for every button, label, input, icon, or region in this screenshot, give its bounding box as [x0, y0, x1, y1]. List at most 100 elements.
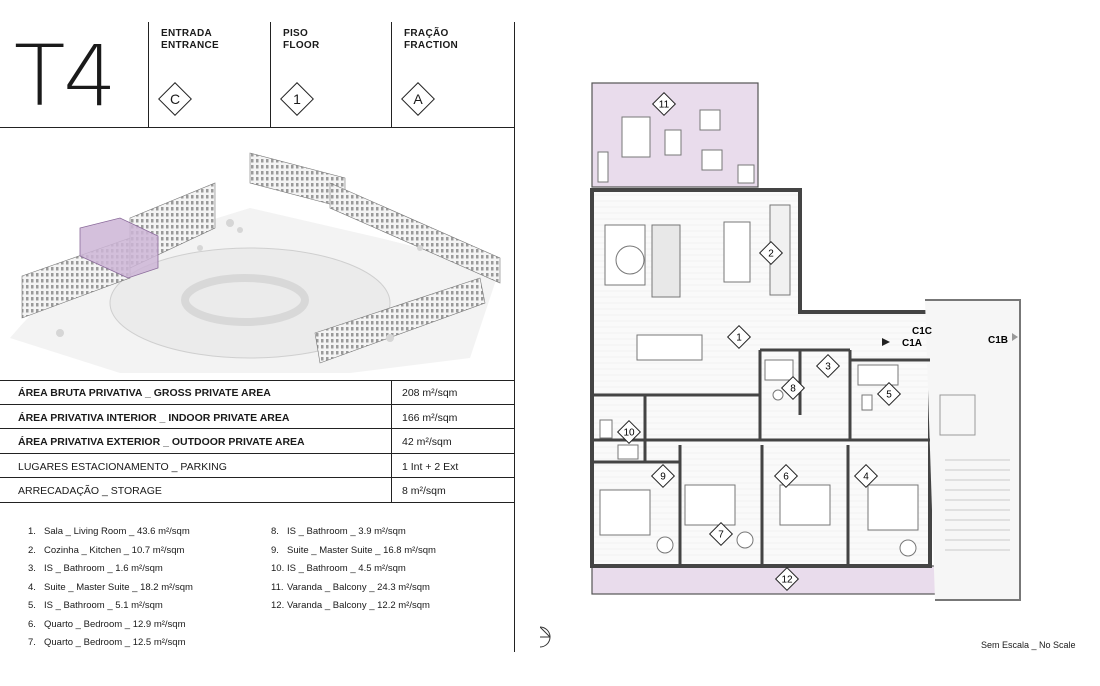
room-text: Sala _ Living Room _ 43.6 m²/sqm [44, 526, 190, 537]
entrance-label-c1b: C1B [988, 335, 1008, 346]
floor-label-en: FLOOR [283, 40, 320, 51]
divider [514, 22, 515, 652]
room-text: IS _ Bathroom _ 4.5 m²/sqm [287, 563, 406, 574]
room-marker-label: 12 [781, 575, 793, 586]
fraction-label-pt: FRAÇÃO [404, 28, 449, 39]
room-num: 9. [271, 544, 279, 556]
entrance-header: ENTRADA ENTRANCE [161, 28, 219, 52]
unit-type-title: T4 [14, 27, 117, 125]
room-marker-label: 9 [660, 472, 666, 483]
room-marker-label: 8 [790, 384, 796, 395]
room-num: 11. [271, 581, 284, 593]
list-item: 11.Varanda _ Balcony _ 24.3 m²/sqm [271, 579, 436, 598]
room-text: IS _ Bathroom _ 3.9 m²/sqm [287, 526, 406, 537]
room-text: IS _ Bathroom _ 5.1 m²/sqm [44, 600, 163, 611]
floor-value: 1 [293, 91, 301, 107]
list-item: 1.Sala _ Living Room _ 43.6 m²/sqm [28, 523, 193, 542]
room-text: Quarto _ Bedroom _ 12.5 m²/sqm [44, 637, 186, 648]
divider [0, 380, 515, 381]
entrance-label-c1a: C1A [902, 338, 922, 349]
fraction-value: A [413, 91, 423, 107]
room-marker-label: 2 [768, 249, 774, 260]
neighbor-block [925, 299, 1021, 601]
room-marker-10: 10 [616, 419, 642, 445]
list-item: 9. Suite _ Master Suite _ 16.8 m²/sqm [271, 542, 436, 561]
room-marker-label: 7 [718, 530, 724, 541]
scale-note: Sem Escala _ No Scale [981, 640, 1076, 650]
list-item: 10.IS _ Bathroom _ 4.5 m²/sqm [271, 560, 436, 579]
room-num: 6. [28, 618, 36, 630]
room-num: 2. [28, 544, 36, 556]
fraction-header: FRAÇÃO FRACTION [404, 28, 458, 52]
fraction-label-en: FRACTION [404, 40, 459, 51]
divider [270, 22, 271, 128]
room-num: 7. [28, 637, 36, 648]
table-row: ÁREA PRIVATIVA EXTERIOR _ OUTDOOR PRIVAT… [0, 429, 515, 454]
list-item: 4.Suite _ Master Suite _ 18.2 m²/sqm [28, 579, 193, 598]
room-text: Cozinha _ Kitchen _ 10.7 m²/sqm [44, 544, 185, 556]
room-marker-6: 6 [773, 463, 799, 489]
list-item: 3.IS _ Bathroom _ 1.6 m²/sqm [28, 560, 193, 579]
divider [391, 404, 392, 429]
list-item: 7. Quarto _ Bedroom _ 12.5 m²/sqm [28, 634, 193, 653]
room-num: 8. [271, 526, 279, 537]
room-marker-label: 4 [863, 472, 869, 483]
entrance-value: C [169, 91, 181, 107]
list-item: 8. IS _ Bathroom _ 3.9 m²/sqm [271, 523, 436, 542]
area-value: 42 m²/sqm [402, 436, 452, 449]
table-row: ARRECADAÇÃO _ STORAGE 8 m²/sqm [0, 478, 515, 503]
room-text: Varanda _ Balcony _ 24.3 m²/sqm [287, 581, 430, 593]
divider [391, 429, 392, 453]
area-label: ÁREA BRUTA PRIVATIVA _ GROSS PRIVATE ARE… [18, 387, 271, 399]
table-row: ÁREA BRUTA PRIVATIVA _ GROSS PRIVATE ARE… [0, 380, 515, 405]
room-num: 5. [28, 600, 36, 611]
entrance-label-pt: ENTRADA [161, 28, 212, 39]
room-marker-label: 3 [825, 362, 831, 373]
room-marker-9: 9 [650, 463, 676, 489]
area-value: 208 m²/sqm [402, 387, 458, 399]
divider [391, 22, 392, 128]
room-num: 12. [271, 600, 285, 611]
area-value: 1 Int + 2 Ext [402, 460, 459, 473]
room-list-col1: 1.Sala _ Living Room _ 43.6 m²/sqm 2. Coz… [28, 523, 193, 653]
floor-header: PISO FLOOR [283, 28, 320, 52]
room-marker-5: 5 [876, 381, 902, 407]
floor-label-pt: PISO [283, 28, 309, 39]
room-text: Suite _ Master Suite _ 16.8 m²/sqm [287, 544, 436, 556]
area-value: 8 m²/sqm [402, 485, 446, 498]
room-marker-11: 11 [651, 91, 677, 117]
room-marker-7: 7 [708, 521, 734, 547]
room-text: Suite _ Master Suite _ 18.2 m²/sqm [44, 581, 193, 593]
unit-info-panel: T4 ENTRADA ENTRANCE C PISO FLOOR 1 FRAÇÃ… [0, 0, 515, 686]
divider [391, 380, 392, 404]
room-marker-label: 1 [736, 333, 742, 344]
room-text: Quarto _ Bedroom _ 12.9 m²/sqm [44, 618, 186, 630]
room-marker-8: 8 [780, 375, 806, 401]
room-marker-1: 1 [726, 324, 752, 350]
entrance-label-c1c: C1C [912, 326, 932, 337]
divider [148, 22, 149, 128]
room-marker-label: 11 [659, 100, 670, 111]
room-marker-12: 12 [774, 566, 800, 592]
balcony-12 [591, 565, 941, 595]
north-arrow-icon [540, 626, 551, 648]
entrance-label-en: ENTRANCE [161, 40, 219, 51]
divider [391, 453, 392, 478]
room-marker-4: 4 [853, 463, 879, 489]
list-item: 6. Quarto _ Bedroom _ 12.9 m²/sqm [28, 616, 193, 635]
building-aerial-illustration [10, 152, 501, 373]
area-table: ÁREA BRUTA PRIVATIVA _ GROSS PRIVATE ARE… [0, 380, 515, 503]
area-label: ÁREA PRIVATIVA EXTERIOR _ OUTDOOR PRIVAT… [18, 436, 305, 449]
room-marker-label: 5 [886, 390, 892, 401]
room-text: IS _ Bathroom _ 1.6 m²/sqm [44, 563, 163, 574]
room-text: Varanda _ Balcony _ 12.2 m²/sqm [287, 600, 430, 611]
table-row: LUGARES ESTACIONAMENTO _ PARKING 1 Int +… [0, 453, 515, 479]
divider [0, 127, 515, 128]
room-marker-2: 2 [758, 240, 784, 266]
list-item: 2. Cozinha _ Kitchen _ 10.7 m²/sqm [28, 542, 193, 561]
table-row: ÁREA PRIVATIVA INTERIOR _ INDOOR PRIVATE… [0, 404, 515, 430]
area-label: LUGARES ESTACIONAMENTO _ PARKING [18, 460, 227, 473]
room-marker-label: 6 [783, 472, 789, 483]
